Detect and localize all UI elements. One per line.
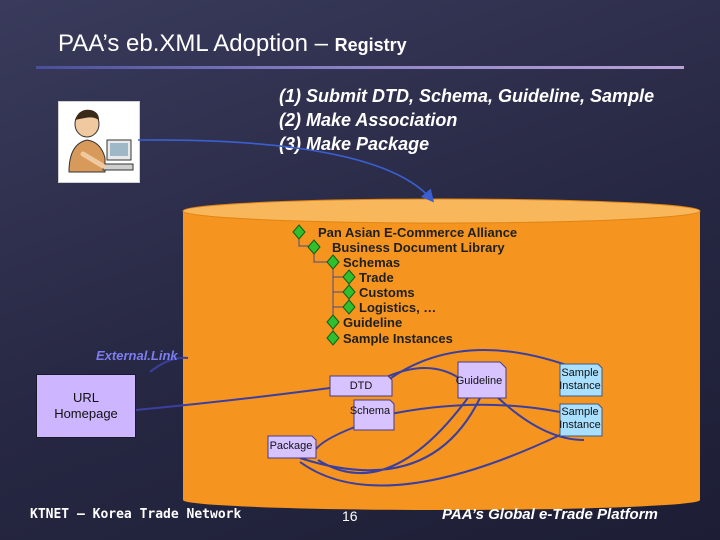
tree-label-customs: Customs bbox=[359, 285, 415, 300]
step-2: (2) Make Association bbox=[279, 110, 458, 130]
sample-instance-document-2 bbox=[559, 403, 603, 437]
step-3: (3) Make Package bbox=[279, 134, 430, 154]
tree-label-library: Business Document Library bbox=[332, 240, 505, 255]
title-sub: Registry bbox=[334, 35, 407, 55]
external-link-label: External.Link bbox=[96, 348, 178, 363]
package-document bbox=[267, 435, 317, 459]
sample-instance-label-1: Sample Instance bbox=[559, 367, 601, 392]
user-at-computer-icon bbox=[68, 109, 134, 173]
tree-node-icon bbox=[292, 224, 306, 240]
dtd-label: DTD bbox=[349, 380, 373, 392]
url-box-line2: Homepage bbox=[54, 406, 118, 421]
guideline-document bbox=[457, 361, 507, 399]
sample-instance-label-2: Sample Instance bbox=[559, 406, 601, 431]
submit-arrow bbox=[137, 139, 435, 203]
tree-node-icon bbox=[326, 330, 340, 346]
tree-label-trade: Trade bbox=[359, 270, 394, 285]
tree-nodes bbox=[292, 224, 356, 346]
tree-node-icon bbox=[342, 284, 356, 300]
dtd-document bbox=[329, 375, 393, 397]
tree-node-icon bbox=[326, 254, 340, 270]
guideline-label: Guideline bbox=[455, 375, 503, 387]
schema-document bbox=[353, 399, 395, 431]
footer-platform: PAA’s Global e-Trade Platform bbox=[442, 506, 658, 523]
tree-node-icon bbox=[342, 269, 356, 285]
title-underline bbox=[36, 66, 684, 69]
url-homepage-box: URL Homepage bbox=[36, 374, 136, 438]
tree-node-icon bbox=[326, 314, 340, 330]
schema-label: Schema bbox=[349, 405, 391, 417]
tree-node-icon bbox=[342, 299, 356, 315]
slide-title: PAA’s eb.XML Adoption – Registry bbox=[58, 30, 407, 58]
tree-label-guideline: Guideline bbox=[343, 315, 403, 330]
footer-organization: KTNET – Korea Trade Network bbox=[30, 507, 242, 522]
step-1: (1) Submit DTD, Schema, Guideline, Sampl… bbox=[279, 86, 655, 106]
documents bbox=[267, 361, 603, 459]
registry-steps: (1) Submit DTD, Schema, Guideline, Sampl… bbox=[279, 84, 654, 156]
tree-node-icon bbox=[307, 239, 321, 255]
package-label: Package bbox=[269, 440, 313, 452]
user-clipart bbox=[58, 101, 140, 183]
tree-label-alliance: Pan Asian E-Commerce Alliance bbox=[318, 225, 518, 240]
tree-label-sample-instances: Sample Instances bbox=[343, 331, 453, 346]
tree-label-logistics: Logistics, … bbox=[359, 300, 437, 315]
sample-instance-document-1 bbox=[559, 363, 603, 397]
tree-label-schemas: Schemas bbox=[343, 255, 401, 270]
footer-page-number: 16 bbox=[342, 508, 358, 524]
title-main: PAA’s eb.XML Adoption – bbox=[58, 30, 335, 57]
url-box-line1: URL bbox=[72, 390, 99, 405]
